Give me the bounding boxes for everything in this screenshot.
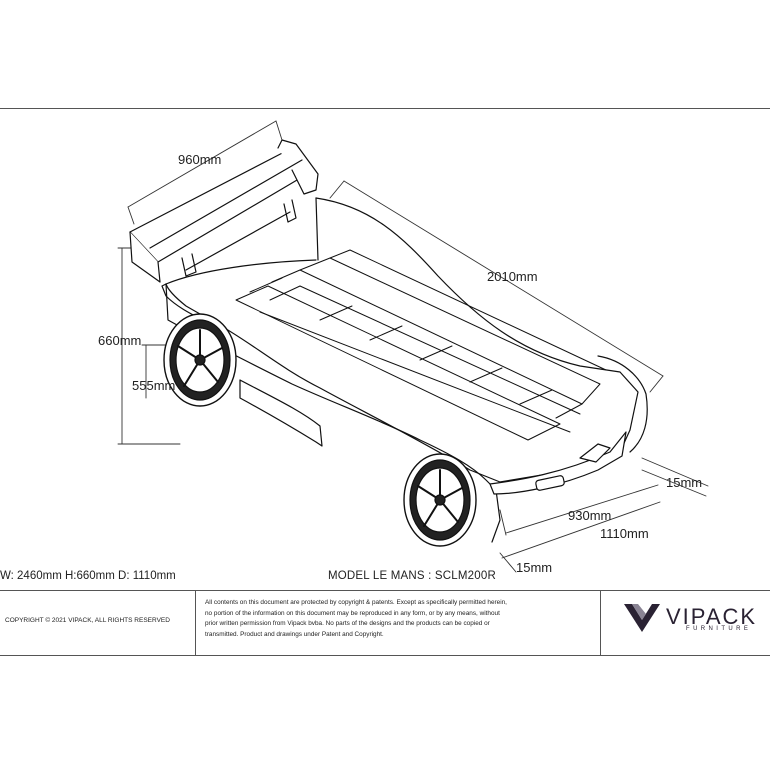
dim-bed-length: 2010mm	[487, 269, 538, 284]
legal-notice: All contents on this document are protec…	[205, 598, 597, 640]
overall-dimensions: W: 2460mm H:660mm D: 1110mm	[0, 570, 176, 582]
info-divider-vertical	[600, 590, 601, 655]
logo-subtitle: FURNITURE	[686, 626, 752, 632]
front-wheel	[403, 453, 477, 547]
rear-spoiler	[129, 139, 319, 283]
dim-rear-offset: 15mm	[516, 560, 552, 575]
info-divider	[0, 590, 770, 591]
front-grille	[489, 431, 627, 495]
bed-slats	[235, 249, 607, 441]
dim-total-height: 660mm	[98, 333, 141, 348]
dim-side-height: 555mm	[132, 378, 175, 393]
legal-line: no portion of the information on this do…	[205, 609, 500, 617]
info-divider-vertical	[195, 590, 196, 655]
sheet-frame-bottom	[0, 655, 770, 656]
dim-inner-width: 930mm	[568, 508, 611, 523]
legal-line: transmitted. Product and drawings under …	[205, 630, 384, 638]
model-label: MODEL LE MANS : SCLM200R	[328, 570, 496, 582]
sheet-frame-top	[0, 108, 770, 109]
dim-spoiler-width: 960mm	[178, 152, 221, 167]
dim-front-offset: 15mm	[666, 475, 702, 490]
legal-line: prior written permission from Vipack bvb…	[205, 620, 490, 627]
rear-wheel	[163, 313, 237, 407]
legal-line: All contents on this document are protec…	[205, 599, 507, 606]
v-chevron-logo-icon	[624, 604, 660, 632]
logo-wordmark: VIPACK	[666, 604, 758, 629]
dim-total-width: 1110mm	[600, 526, 649, 541]
dimension-lines	[117, 120, 709, 573]
vipack-logo: VIPACK FURNITURE	[620, 598, 768, 638]
copyright-notice: COPYRIGHT © 2021 VIPACK, ALL RIGHTS RESE…	[5, 617, 170, 624]
